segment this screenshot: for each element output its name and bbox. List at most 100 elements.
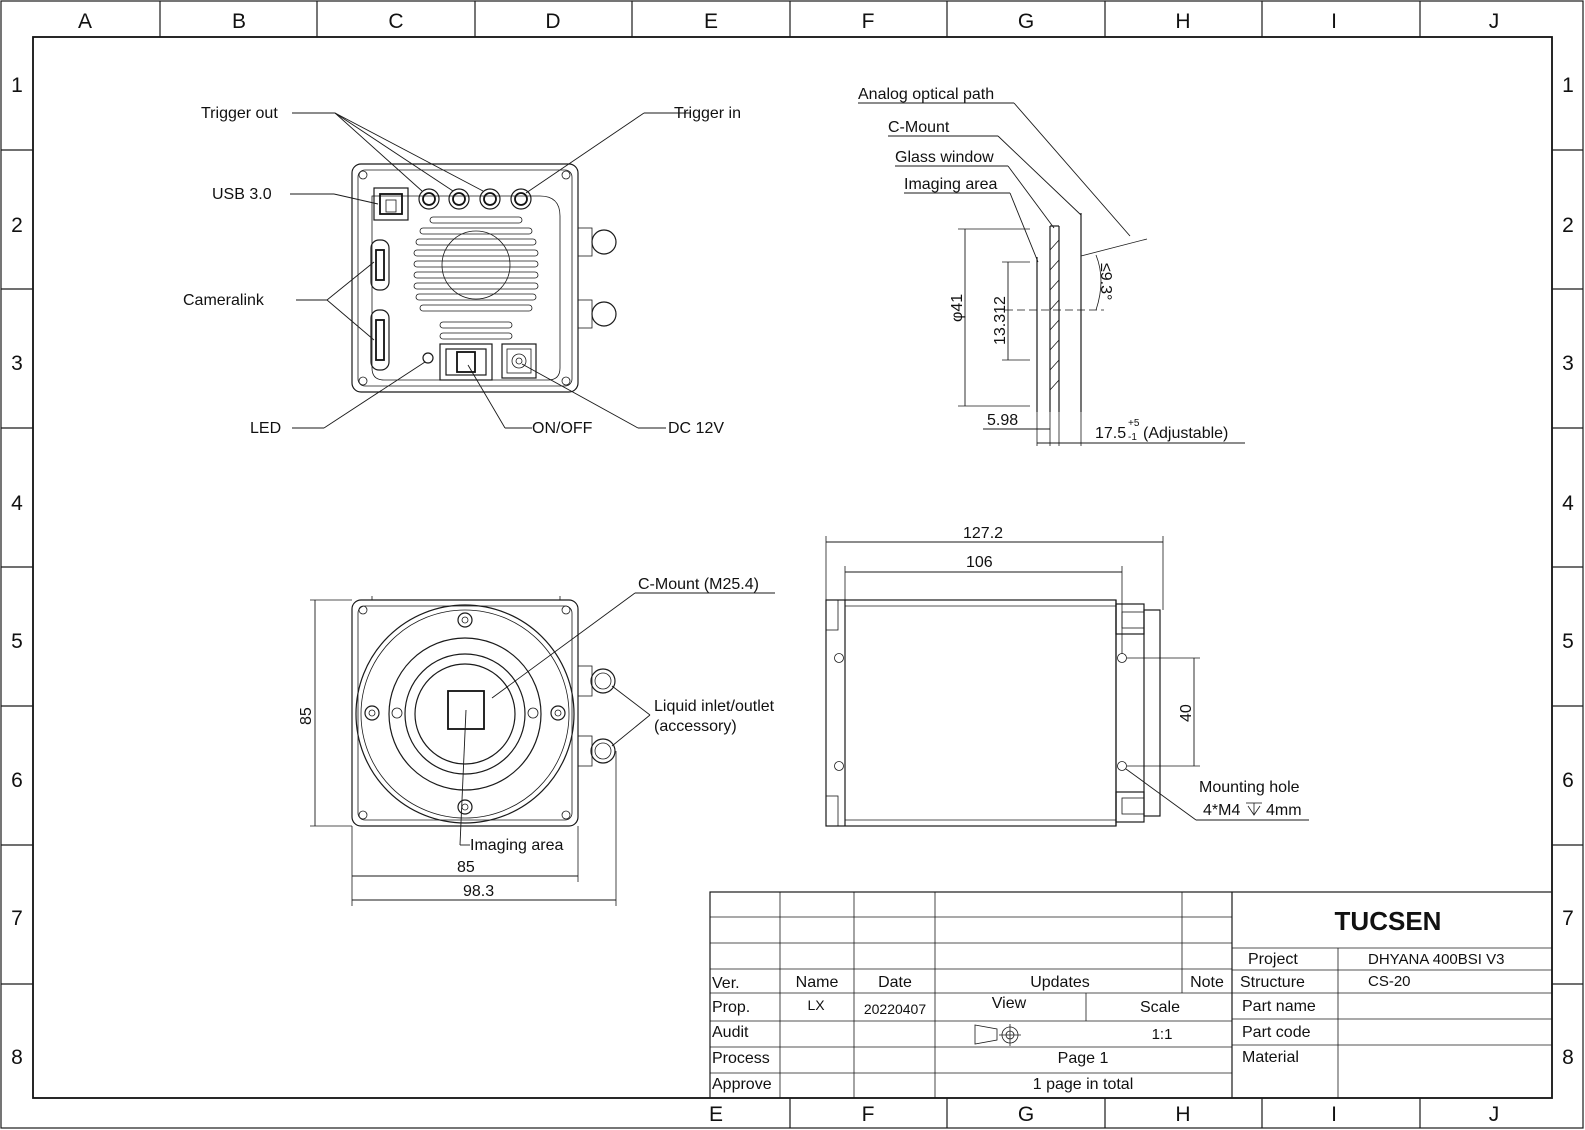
mounting-hole-label: Mounting hole [1199,779,1300,796]
tolerance-down: -1 [1128,432,1137,443]
structure-value: CS-20 [1368,973,1411,990]
col-label: F [862,1103,875,1126]
part-name-label: Part name [1242,998,1316,1015]
side-view: 127.2 106 40 Mounting hole 4*M4 4mm [825,525,1309,827]
rear-leaders [290,112,691,429]
dc-label: DC 12V [668,420,724,437]
adjustable-label: (Adjustable) [1143,425,1228,442]
col-label: H [1175,1103,1190,1126]
note-label: Note [1190,974,1224,991]
row-label: 6 [1562,769,1574,792]
col-label: E [704,10,718,33]
dc-socket [501,343,537,379]
page-total: 1 page in total [1033,1076,1134,1093]
optical-section-view: Analog optical path C-Mount Glass window… [858,86,1245,446]
title-block: TUCSEN Project DHYANA 400BSI V3 Structur… [709,891,1553,1099]
row-label: 1 [11,74,23,97]
column-labels-top: A B C D E F G H I J [78,10,1499,33]
c-mount-label: C-Mount [888,119,950,136]
on-off-label: ON/OFF [532,420,593,437]
prop-date: 20220407 [864,1001,927,1017]
project-value: DHYANA 400BSI V3 [1368,951,1504,968]
trigger-out-label: Trigger out [201,105,278,122]
trigger-connectors [418,188,532,210]
led-label: LED [250,420,281,437]
col-label: D [545,10,560,33]
row-label: 6 [11,769,23,792]
projection-symbol-icon [974,1024,1021,1046]
mounting-depth-label: 4mm [1266,802,1302,819]
row-label: 7 [1562,907,1574,930]
material-label: Material [1242,1049,1299,1066]
angle-dim: ≤9.3° [1097,263,1114,300]
dim-598: 5.98 [987,412,1018,429]
depth-symbol-icon [1246,802,1262,816]
analog-optical-path-label: Analog optical path [858,86,994,103]
updates-label: Updates [1030,974,1090,991]
row-label: 4 [11,492,23,515]
front-view: C-Mount (M25.4) Liquid inlet/outlet (acc… [298,576,775,906]
row-label: 2 [1562,214,1574,237]
width-983-dim: 98.3 [463,883,494,900]
col-label: J [1489,10,1500,33]
row-label: 4 [1562,492,1574,515]
dim-40: 40 [1178,704,1195,722]
col-label: J [1489,1103,1500,1126]
power-switch [439,343,493,381]
row-label: 3 [1562,352,1574,375]
height-85-dim: 85 [298,707,315,725]
liquid-fittings-rear [577,227,617,329]
col-label: B [232,10,246,33]
col-label: G [1018,1103,1034,1126]
process-label: Process [712,1050,770,1067]
col-label: E [709,1103,723,1126]
row-label: 7 [11,907,23,930]
front-imaging-area-label: Imaging area [470,837,563,854]
led-indicator [422,352,434,364]
usb-label: USB 3.0 [212,186,272,203]
date-label: Date [878,974,912,991]
col-label: I [1331,1103,1337,1126]
col-label: G [1018,10,1034,33]
approve-label: Approve [712,1076,772,1093]
part-code-label: Part code [1242,1024,1311,1041]
scale-label: Scale [1140,999,1180,1016]
liquid-label-1: Liquid inlet/outlet [654,698,775,715]
dim-175: 17.5 [1095,425,1126,442]
row-label: 2 [11,214,23,237]
prop-label: Prop. [712,999,750,1016]
column-labels-bottom: E F G H I J [709,1103,1499,1126]
dim-1272: 127.2 [963,525,1003,542]
trigger-in-label: Trigger in [674,105,741,122]
row-label: 3 [11,352,23,375]
c-mount-m-label: C-Mount (M25.4) [638,576,759,593]
vent-grille [413,216,539,340]
row-labels: 1 2 3 4 5 6 7 8 1 2 3 4 5 6 7 8 [11,74,1574,1069]
diameter-dim: φ41 [949,294,966,322]
col-label: A [78,10,92,33]
rear-view: Trigger out Trigger in USB 3.0 Cameralin… [183,105,741,437]
tolerance-up: +5 [1128,418,1140,429]
mounting-spec-label: 4*M4 [1203,802,1240,819]
dim-106: 106 [966,554,993,571]
glass-window-label: Glass window [895,149,994,166]
cameralink-ports [370,239,390,371]
liquid-label-2: (accessory) [654,718,737,735]
imaging-area-label: Imaging area [904,176,997,193]
row-label: 5 [11,630,23,653]
prop-name: LX [807,997,825,1013]
row-label: 8 [1562,1046,1574,1069]
height-dim: 13.312 [992,296,1009,345]
cameralink-label: Cameralink [183,292,265,309]
view-label: View [992,995,1027,1012]
scale-value: 1:1 [1152,1026,1173,1043]
row-label: 5 [1562,630,1574,653]
project-label: Project [1248,951,1298,968]
brand-name: TUCSEN [1335,906,1442,936]
name-label: Name [796,974,839,991]
col-label: I [1331,10,1337,33]
col-label: H [1175,10,1190,33]
col-label: F [862,10,875,33]
